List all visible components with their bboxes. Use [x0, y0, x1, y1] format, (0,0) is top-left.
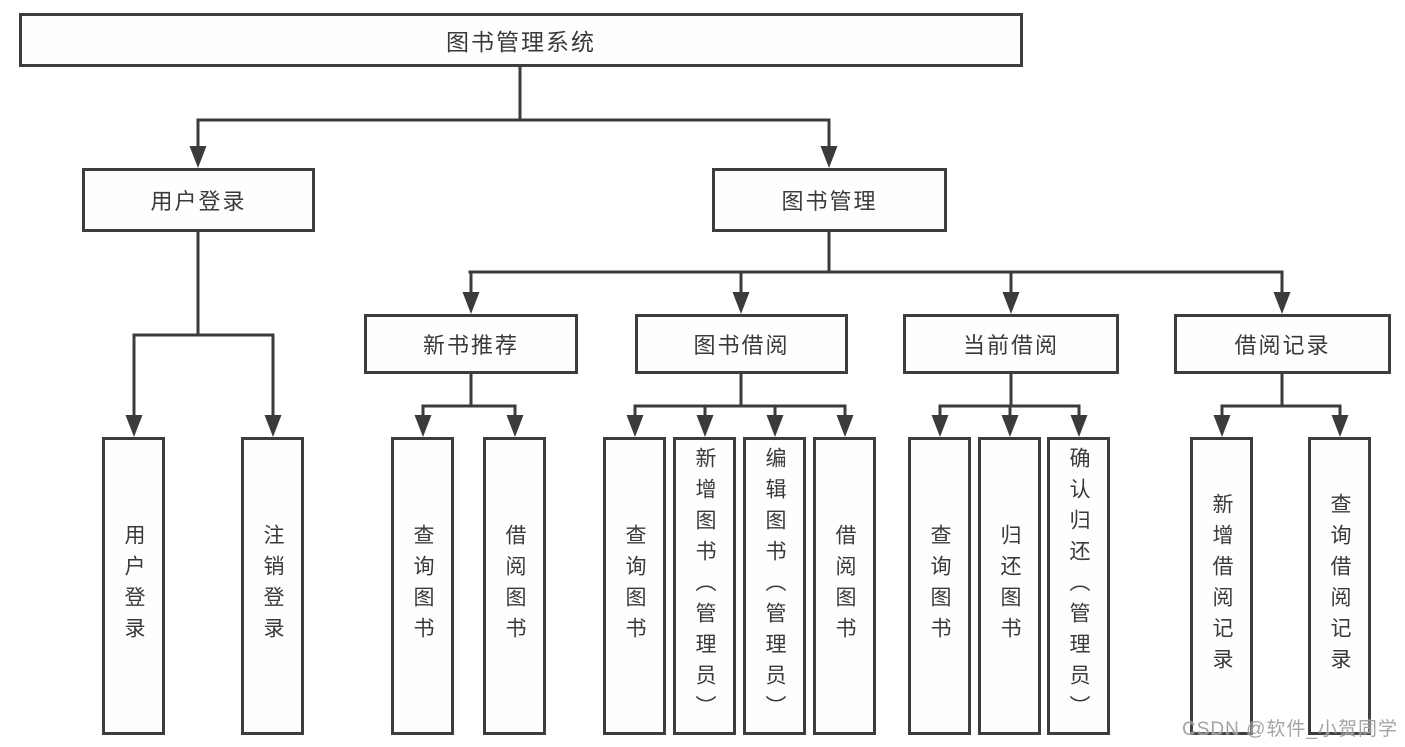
node-label: 查询图书 [623, 524, 646, 648]
node-label: 借阅图书 [833, 524, 856, 648]
node-current-borrowing: 当前借阅 [903, 314, 1119, 374]
node-library-system: 图书管理系统 [19, 13, 1023, 67]
node-label: 查询借阅记录 [1328, 493, 1351, 679]
leaf-borrow-books-2: 借阅图书 [813, 437, 876, 735]
node-label: 新书推荐 [422, 333, 519, 358]
leaf-query-books-3: 查询图书 [908, 437, 971, 735]
leaf-edit-books-admin: 编辑图书（管理员） [743, 437, 806, 735]
node-label: 借阅图书 [503, 524, 526, 648]
node-label: 编辑图书（管理员） [763, 446, 786, 726]
leaf-add-borrow-record: 新增借阅记录 [1190, 437, 1253, 735]
connector-newbookrec-to-children [414, 374, 524, 437]
node-label: 图书管理 [781, 189, 878, 214]
node-label: 查询图书 [411, 524, 434, 648]
node-book-management: 图书管理 [712, 168, 947, 232]
node-label: 借阅记录 [1234, 333, 1331, 358]
leaf-return-books: 归还图书 [978, 437, 1041, 735]
leaf-borrow-books-1: 借阅图书 [483, 437, 546, 735]
node-label: 确认归还（管理员） [1067, 446, 1090, 726]
node-new-book-recommend: 新书推荐 [364, 314, 578, 374]
node-user-login-module: 用户登录 [82, 168, 315, 232]
node-label: 用户登录 [122, 524, 145, 648]
connector-currentborrow-to-children [931, 374, 1088, 437]
node-label: 用户登录 [150, 189, 247, 214]
connector-borrowrecords-to-children [1213, 374, 1349, 437]
node-label: 新增图书（管理员） [693, 446, 716, 726]
leaf-query-borrow-record: 查询借阅记录 [1308, 437, 1371, 735]
node-label: 图书管理系统 [446, 29, 596, 55]
node-borrow-records: 借阅记录 [1174, 314, 1391, 374]
connector-bookborrow-to-children [626, 374, 854, 437]
node-book-borrowing: 图书借阅 [635, 314, 848, 374]
node-label: 归还图书 [998, 524, 1021, 648]
leaf-add-books-admin: 新增图书（管理员） [673, 437, 736, 735]
node-label: 新增借阅记录 [1210, 493, 1233, 679]
node-label: 查询图书 [928, 524, 951, 648]
node-label: 当前借阅 [962, 333, 1059, 358]
connector-bookmgmt-to-level3 [462, 232, 1291, 314]
watermark: CSDN @软件_小贺同学 [1182, 719, 1398, 740]
leaf-confirm-return-admin: 确认归还（管理员） [1047, 437, 1110, 735]
node-label: 注销登录 [261, 524, 284, 648]
node-label: 图书借阅 [693, 333, 790, 358]
leaf-query-books-2: 查询图书 [603, 437, 666, 735]
leaf-user-login: 用户登录 [102, 437, 165, 735]
leaf-logout: 注销登录 [241, 437, 304, 735]
connector-userlogin-to-children [125, 232, 282, 437]
leaf-query-books-1: 查询图书 [391, 437, 454, 735]
connector-root-to-level2 [189, 67, 838, 168]
